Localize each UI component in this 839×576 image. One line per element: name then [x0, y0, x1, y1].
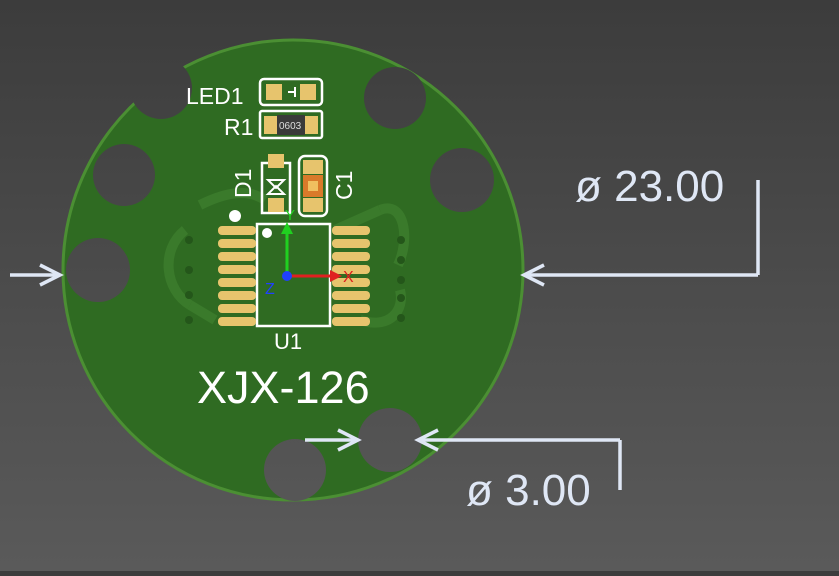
hole-right-arrow-icon: [414, 428, 439, 452]
outer-diameter-label: ø 23.00: [575, 162, 724, 211]
u1-pin1-dot: [262, 228, 272, 238]
r1-label: R1: [224, 114, 253, 140]
led1-label: LED1: [186, 83, 244, 109]
d1-label: D1: [230, 169, 256, 198]
u1-left-pads: [218, 226, 256, 326]
axis-z-label: Z: [265, 281, 275, 298]
u1-footprint[interactable]: [218, 210, 370, 328]
board-outline: [61, 38, 525, 502]
pcb-board: [61, 38, 525, 502]
left-arrow-icon: [39, 263, 64, 287]
led1-footprint[interactable]: [258, 77, 324, 107]
z-axis-dot: [282, 271, 292, 281]
hole-diameter-dimension[interactable]: [305, 428, 622, 490]
x-axis-arrow-icon: [330, 270, 342, 282]
board-name-label: XJX-126: [197, 362, 370, 413]
axis-y-label: Y: [285, 207, 295, 224]
hole-diameter-label: ø 3.00: [466, 466, 591, 515]
d1-footprint[interactable]: [260, 154, 292, 215]
r1-package-label: 0603: [279, 121, 302, 132]
right-arrow-icon: [520, 263, 545, 287]
c1-footprint[interactable]: [297, 154, 329, 218]
hole-left-arrow-icon: [337, 428, 362, 452]
vias: [185, 236, 405, 324]
axes-gizmo[interactable]: [281, 222, 342, 282]
axis-x-label: X: [343, 269, 354, 286]
pin1-marker: [229, 210, 241, 222]
r1-body: [277, 115, 305, 135]
u1-label: U1: [274, 329, 302, 354]
outer-diameter-dimension[interactable]: [10, 180, 760, 287]
r1-footprint[interactable]: 0603: [258, 109, 324, 140]
u1-right-pads: [332, 226, 370, 326]
c1-label: C1: [331, 171, 357, 200]
y-axis-arrow-icon: [281, 222, 293, 234]
